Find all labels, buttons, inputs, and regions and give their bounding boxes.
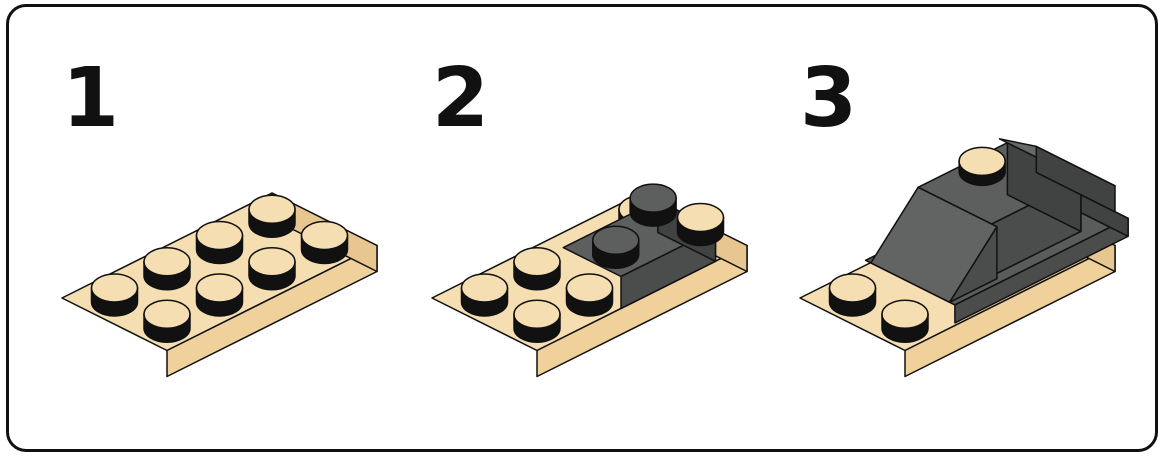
tan-stud-1-1-top <box>567 274 613 302</box>
step-1-tan-plate <box>62 193 377 377</box>
tan-stud-0-1-top <box>882 300 928 328</box>
tan-stud-1-1-top <box>197 274 243 302</box>
dark-stud-2-top <box>630 184 676 212</box>
tan-stud-0-1-top <box>514 300 560 328</box>
tan-stud-0-0-top <box>830 274 876 302</box>
tan-stud-right-top <box>678 204 724 232</box>
dark-stud-1-top <box>593 226 639 254</box>
tan-stud-3-0-top <box>249 195 295 223</box>
tan-stud-peek-1-top <box>959 147 1005 175</box>
tan-stud-1-0-top <box>514 248 560 276</box>
tan-stud-2-1-top <box>249 248 295 276</box>
tan-stud-1-0-top <box>144 248 190 276</box>
tan-stud-0-1-top <box>144 300 190 328</box>
tan-stud-2-0-top <box>197 222 243 250</box>
tan-stud-0-0-top <box>462 274 508 302</box>
step-3-plate-with-car-body <box>800 139 1128 377</box>
tan-stud-0-0-top <box>92 274 138 302</box>
tan-stud-3-1-top <box>302 222 348 250</box>
step-2-plate-with-dark-brick <box>432 184 747 376</box>
